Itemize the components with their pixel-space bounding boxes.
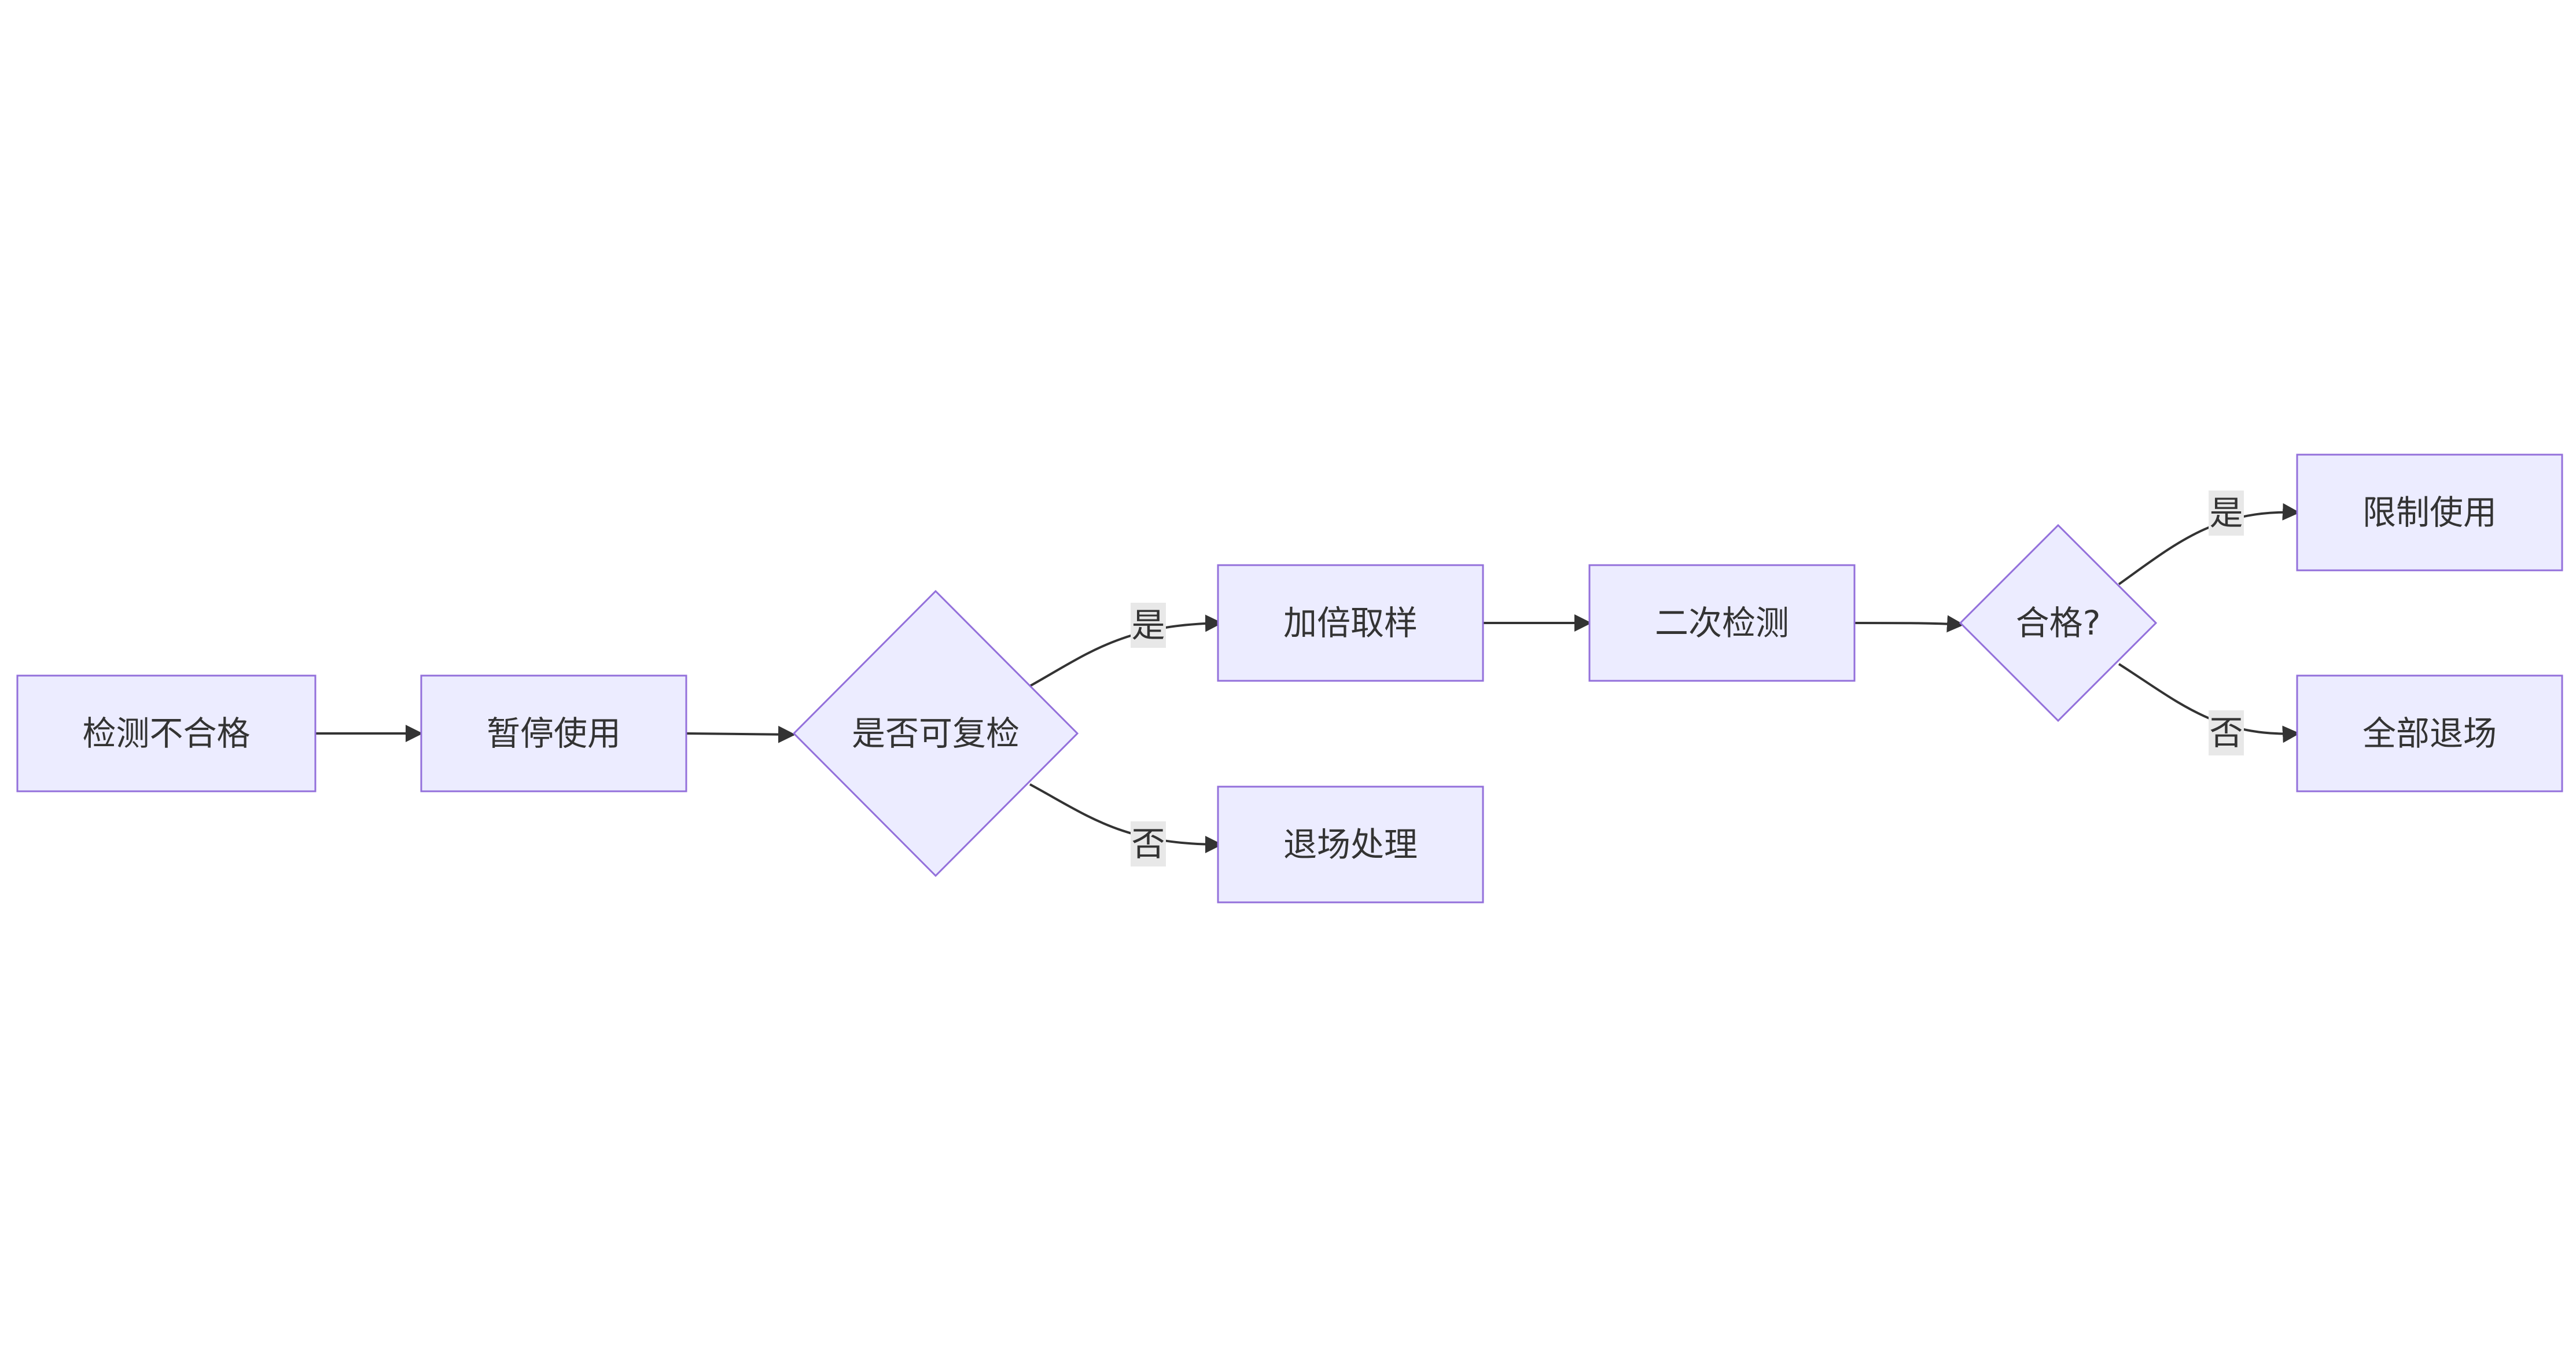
- node-recheck-decision[interactable]: 是否可复检: [792, 589, 1079, 877]
- edge-label-recheck-no: 否: [1131, 821, 1166, 866]
- edge-label-text: 是: [1131, 606, 1165, 645]
- node-label: 二次检测: [1655, 603, 1789, 643]
- node-double-sampling[interactable]: 加倍取样: [1217, 564, 1484, 682]
- edge-label-qualified-yes: 是: [2209, 491, 2244, 536]
- node-removal[interactable]: 退场处理: [1217, 786, 1484, 904]
- node-label: 检测不合格: [82, 714, 250, 753]
- edge-second-test-to-qualified-decision: [1854, 615, 1964, 633]
- node-label: 限制使用: [2362, 493, 2497, 532]
- edge-suspend-use-to-recheck-decision: [686, 725, 796, 743]
- edge-qualified-yes-to-restricted-use: [2118, 503, 2300, 585]
- node-label: 全部退场: [2362, 714, 2497, 753]
- node-label: 是否可复检: [852, 714, 1020, 753]
- node-suspend-use[interactable]: 暂停使用: [420, 674, 687, 792]
- edge-label-text: 是: [2209, 493, 2243, 533]
- node-second-test[interactable]: 二次检测: [1588, 564, 1856, 682]
- node-qualified-decision[interactable]: 合格?: [1959, 523, 2158, 722]
- node-label: 加倍取样: [1283, 603, 1418, 643]
- edge-label-text: 否: [1131, 824, 1165, 864]
- edge-label-recheck-yes: 是: [1131, 603, 1166, 648]
- node-restricted-use[interactable]: 限制使用: [2296, 453, 2563, 571]
- edge-qualified-no-to-full-removal: [2118, 663, 2300, 743]
- node-inspection-failed[interactable]: 检测不合格: [16, 674, 317, 792]
- edge-recheck-no-to-removal: [1029, 783, 1223, 853]
- node-full-removal[interactable]: 全部退场: [2296, 674, 2563, 792]
- node-label: 暂停使用: [487, 714, 621, 753]
- edge-recheck-yes-to-double-sampling: [1029, 614, 1223, 687]
- edge-label-text: 否: [2209, 713, 2243, 753]
- edges: [315, 503, 2300, 853]
- node-label: 合格?: [2016, 603, 2101, 643]
- edge-label-qualified-no: 否: [2209, 710, 2244, 755]
- node-label: 退场处理: [1283, 825, 1418, 864]
